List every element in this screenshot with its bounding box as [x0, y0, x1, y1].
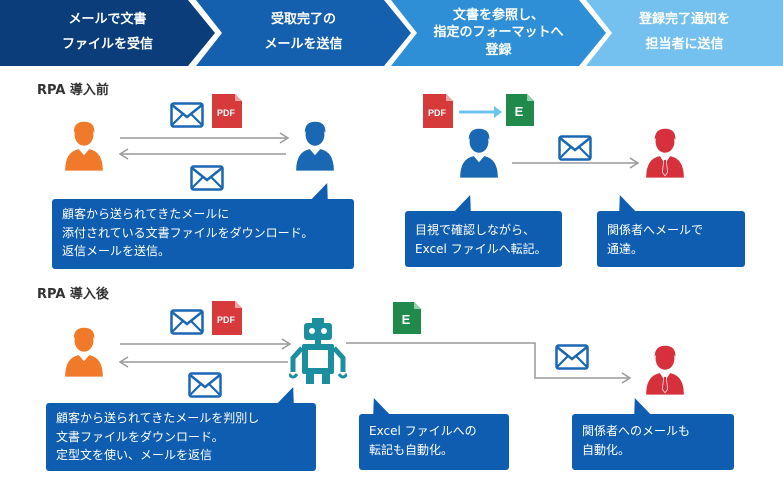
manager-icon — [641, 340, 689, 396]
pdf-icon: PDF — [212, 301, 242, 335]
mail-icon — [188, 372, 222, 398]
staff-icon — [455, 123, 503, 179]
callout-text: 返信メールを送信。 — [62, 244, 171, 259]
mail-icon — [558, 135, 592, 161]
callout-text: 転記も自動化。 — [369, 442, 454, 457]
excel-icon: E — [506, 94, 534, 126]
step-label: 受取完了の — [270, 12, 336, 28]
manager-icon — [641, 123, 689, 179]
step-label: 指定のフォーマットへ — [433, 25, 564, 41]
customer-icon — [60, 322, 108, 378]
step-label: 担当者に送信 — [645, 37, 724, 52]
mail-icon — [170, 309, 204, 335]
step-notify-manager: 登録完了通知を 担当者に送信 — [586, 0, 783, 66]
step-label: メールで文書 — [68, 12, 147, 28]
step-label: 登録 — [485, 42, 512, 58]
staff-icon — [291, 116, 339, 172]
callout-text: 顧客から送られてきたメールを判別し — [56, 411, 260, 425]
callout-staff-manual: 目視で確認しながら、 Excel ファイルへ転記。 — [405, 211, 562, 267]
customer-icon — [60, 116, 108, 172]
process-steps: メールで文書 ファイルを受信 受取完了の メールを送信 文書を参照し、 指定のフ… — [0, 0, 783, 66]
mail-icon — [170, 102, 204, 128]
callout-manager-manual: 関係者へメールで 通達。 — [597, 211, 745, 267]
callout-text: 通達。 — [607, 241, 644, 256]
step-send-confirmation: 受取完了の メールを送信 — [196, 0, 411, 66]
pdf-label: PDF — [428, 108, 447, 118]
step-label: 文書を参照し、 — [452, 7, 544, 23]
callout-text: 顧客から送られてきたメールに — [62, 207, 230, 221]
callout-text: Excel ファイルへの — [369, 424, 477, 438]
callout-text: 添付されている文書ファイルをダウンロード。 — [62, 225, 314, 240]
step-label: メールを送信 — [264, 37, 343, 52]
pdf-label: PDF — [217, 315, 236, 325]
callout-text: 文書ファイルをダウンロード。 — [56, 429, 224, 444]
mail-icon — [555, 344, 589, 370]
excel-icon: E — [393, 302, 421, 334]
callout-customer-automated: 顧客から送られてきたメールを判別し 文書ファイルをダウンロード。 定型文を使い、… — [46, 403, 316, 471]
callout-text: 自動化。 — [582, 442, 631, 457]
callout-manager-automated: 関係者へのメールも 自動化。 — [572, 414, 734, 470]
excel-label: E — [515, 104, 524, 119]
callout-excel-automated: Excel ファイルへの 転記も自動化。 — [359, 414, 509, 470]
step-receive-mail: メールで文書 ファイルを受信 — [0, 0, 215, 66]
callout-text: 関係者へメールで — [607, 223, 704, 237]
mail-icon — [190, 165, 224, 191]
step-label: ファイルを受信 — [61, 37, 153, 52]
after-title: RPA 導入後 — [37, 287, 109, 302]
step-label: 登録完了通知を — [638, 12, 730, 28]
callout-customer-manual: 顧客から送られてきたメールに 添付されている文書ファイルをダウンロード。 返信メ… — [52, 199, 354, 269]
callout-text: 関係者へのメールも — [582, 424, 691, 438]
pdf-icon: PDF — [212, 94, 242, 128]
pdf-icon: PDF — [423, 94, 453, 128]
callout-text: 目視で確認しながら、 — [415, 223, 536, 237]
pdf-label: PDF — [217, 108, 236, 118]
callout-text: Excel ファイルへ転記。 — [415, 241, 547, 256]
before-title: RPA 導入前 — [37, 83, 109, 98]
robot-icon — [289, 318, 347, 384]
callout-text: 定型文を使い、メールを返信 — [56, 448, 213, 463]
excel-label: E — [402, 312, 411, 327]
step-register-document: 文書を参照し、 指定のフォーマットへ 登録 — [391, 0, 606, 66]
